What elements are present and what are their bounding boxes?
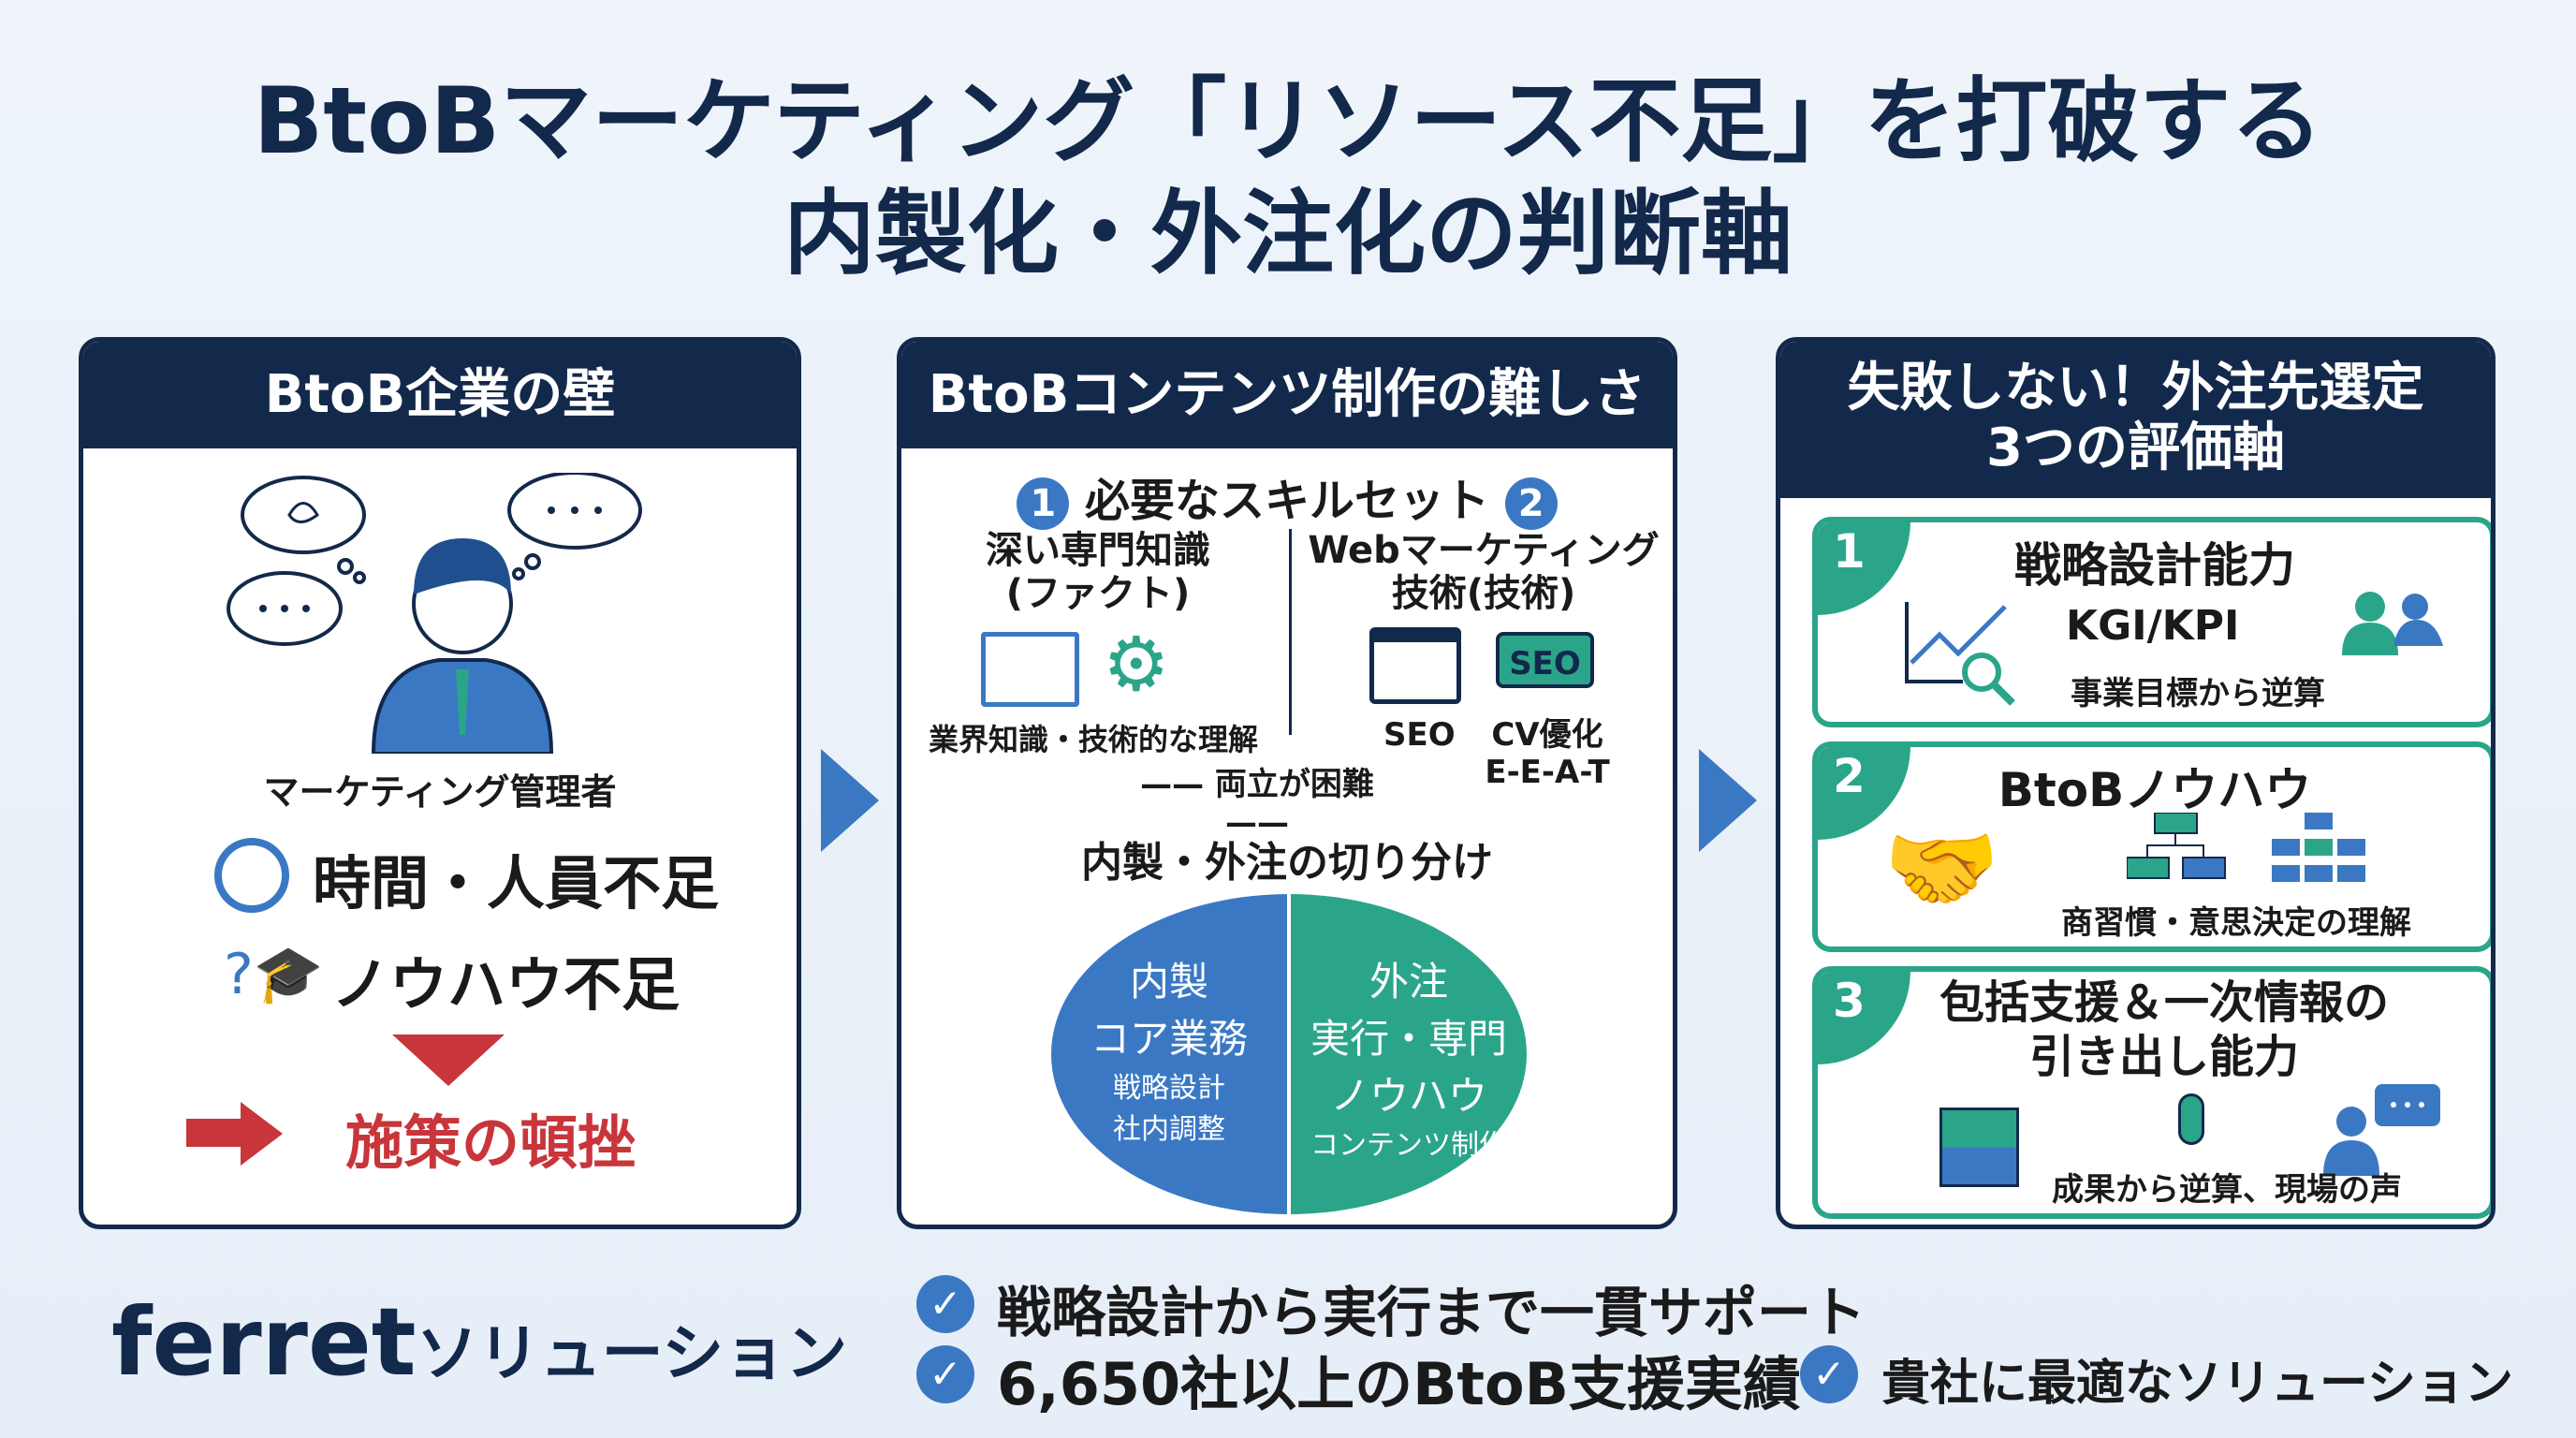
check-icon: ✓ (916, 1275, 974, 1333)
criterion-title: BtoBノウハウ (1998, 763, 2312, 817)
criterion-card-1: 1 戦略設計能力 KGI/KPI 事業目標から逆算 (1812, 517, 2491, 727)
footer-point-1: 戦略設計から実行まで一貫サポート (997, 1281, 1866, 1344)
result-stall: 施策の頓挫 (345, 1108, 637, 1177)
footer-point-2: 6,650社以上のBtoB支援実績 (997, 1350, 1801, 1418)
title-line1: BtoBマーケティング「リソース不足」を打破する (253, 68, 2323, 175)
footer-point-3: 貴社に最適なソリューション (1881, 1356, 2513, 1412)
criterion-number: 1 (1818, 522, 1910, 615)
skills-title-text: 必要なスキルセット (1084, 475, 1489, 527)
person-label: マーケティング管理者 (263, 771, 617, 813)
flow-arrow-icon (1699, 749, 1757, 852)
skills-title: 1 必要なスキルセット 2 (901, 463, 1673, 530)
growth-chart-search-icon (1905, 602, 2015, 706)
divider (1289, 529, 1292, 735)
users-icon (2342, 592, 2443, 655)
web-marketing: Webマーケティング技術(技術) (1308, 529, 1660, 615)
down-arrow-icon (392, 1034, 505, 1086)
flow-arrow-icon (821, 749, 879, 852)
left-caption: 業界知識・技術的な理解 (928, 722, 1258, 757)
person-speech-icon (2323, 1084, 2440, 1176)
deep-expertise: 深い専門知識(ファクト) (986, 529, 1210, 615)
split-title: 内製・外注の切り分け (1081, 839, 1493, 887)
kgi-kpi: KGI/KPI (2066, 602, 2240, 650)
brand-logo: ferretソリューション (111, 1287, 848, 1397)
seo-badge-icon: SEO (1496, 632, 1594, 688)
right-arrow-icon (186, 1119, 242, 1147)
panel-btob-wall: BtoB企業の壁 マーケティング管理者 時間・人員不足 ?🎓 ノウハウ不足 施策… (79, 337, 801, 1229)
criterion-number: 3 (1818, 972, 1910, 1064)
number-badge-2: 2 (1504, 477, 1558, 530)
handshake-icon: 🤝 (1883, 814, 2000, 923)
browser-cursor-icon (1369, 627, 1461, 704)
seo-label: SEO (1383, 716, 1456, 754)
title-line2: 内製化・外注化の判断軸 (783, 181, 1793, 287)
criterion-caption: 成果から逆算、現場の声 (2052, 1171, 2402, 1209)
gears-icon: ⚙ (1103, 621, 1170, 708)
criterion-caption: 事業目標から逆算 (2071, 675, 2325, 712)
difficulty-label: —— 両立が困難 —— (1140, 766, 1374, 842)
panel-content-difficulty: BtoBコンテンツ制作の難しさ 1 必要なスキルセット 2 深い専門知識(ファク… (897, 337, 1677, 1229)
microphone-icon (2178, 1093, 2204, 1145)
check-icon: ✓ (1800, 1345, 1858, 1403)
clock-icon (214, 838, 289, 913)
issue-time-staff: 時間・人員不足 (313, 849, 720, 917)
criterion-card-3: 3 包括支援＆一次情報の引き出し能力 成果から逆算、現場の声 (1812, 966, 2491, 1219)
check-icon: ✓ (916, 1345, 974, 1403)
org-chart-icon (2127, 813, 2365, 882)
criterion-caption: 商習慣・意思決定の理解 (2061, 904, 2411, 942)
panel2-header: BtoBコンテンツ制作の難しさ (901, 342, 1673, 448)
puzzle-icon (1939, 1108, 2019, 1187)
issue-knowhow: ノウハウ不足 (331, 950, 681, 1019)
graduate-question-icon: ?🎓 (224, 942, 324, 1007)
inhouse-outsource-split-diagram: 内製コア業務 戦略設計社内調整 外注実行・専門 ノウハウコンテンツ制作 (1051, 894, 1527, 1214)
number-badge-1: 1 (1017, 477, 1070, 530)
criterion-card-2: 2 BtoBノウハウ 🤝 商習慣・意思決定の理解 (1812, 741, 2491, 952)
thinking-manager-illustration (227, 473, 642, 754)
criterion-title: 戦略設計能力 (2014, 538, 2295, 593)
book-icon (981, 632, 1079, 707)
outsource-half: 外注実行・専門 ノウハウコンテンツ制作 (1291, 894, 1527, 1214)
criterion-title: 包括支援＆一次情報の引き出し能力 (1939, 976, 2389, 1083)
inhouse-half: 内製コア業務 戦略設計社内調整 (1051, 894, 1291, 1214)
panel1-header: BtoB企業の壁 (83, 342, 797, 448)
